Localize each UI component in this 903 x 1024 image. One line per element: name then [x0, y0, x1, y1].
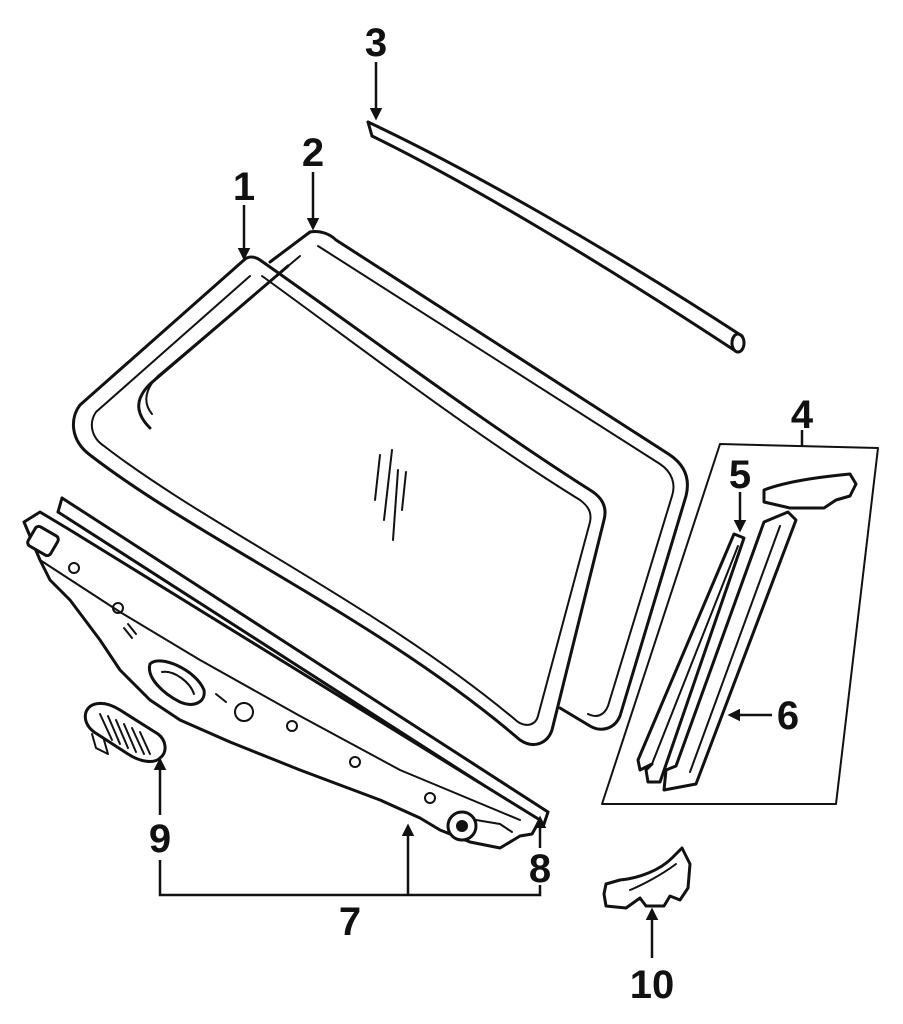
callout-3: 3 — [365, 21, 387, 65]
callout-6: 6 — [777, 694, 799, 738]
pillar-trim-group-box — [601, 443, 879, 805]
leader-lines — [153, 62, 804, 958]
windshield-molding-part-2 — [137, 230, 689, 731]
cowl-panel-part-7 — [22, 510, 542, 850]
callout-5: 5 — [729, 453, 751, 497]
windshield-glass-part-1 — [71, 255, 607, 746]
leader-bracket-7 — [158, 860, 542, 897]
cowl-vent-opening-icon — [147, 659, 206, 706]
callout-9: 9 — [149, 817, 171, 861]
bracket-part-10 — [602, 846, 692, 910]
callout-10: 10 — [630, 963, 675, 1007]
pillar-garnish-part-6 — [662, 472, 858, 792]
callout-labels: 1 2 3 4 5 6 7 8 9 10 — [149, 21, 814, 1007]
callout-4: 4 — [791, 393, 814, 437]
glass-reflection-icon — [374, 449, 407, 541]
roof-molding-part-3 — [366, 120, 746, 354]
callout-2: 2 — [302, 131, 324, 175]
wiper-pivot-icon — [446, 810, 513, 842]
cowl-end-slot-icon — [26, 524, 60, 558]
callout-8: 8 — [529, 847, 551, 891]
pillar-molding-part-5 — [636, 532, 746, 784]
callout-1: 1 — [233, 165, 255, 209]
callout-7: 7 — [339, 900, 361, 944]
vent-grille-part-9 — [83, 702, 167, 763]
